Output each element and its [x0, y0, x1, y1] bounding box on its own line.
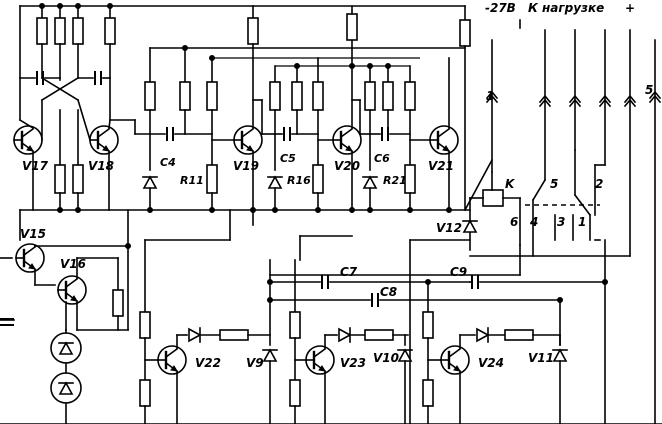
- relay-and-outputs: -27В К нагрузке + 1 5 K 5 2 6 4 3 1 V12: [144, 1, 661, 424]
- v15-label: V15: [20, 227, 46, 241]
- v24-label: V24: [478, 356, 504, 370]
- v10-label: V10: [373, 351, 399, 365]
- v23-label: V23: [340, 356, 366, 370]
- lower-stage-v24: C9 V24 V11: [422, 265, 606, 424]
- lower-stage-v22: V22 V9: [0, 239, 662, 424]
- contact-3-label: 3: [557, 215, 565, 229]
- v11-label: V11: [528, 351, 554, 365]
- v19-label: V19: [233, 159, 259, 173]
- terminal-1-label: 1: [486, 89, 494, 103]
- stage-v19: C4 R11 V19: [109, 47, 264, 211]
- c9-label: C9: [450, 265, 467, 279]
- lower-stage-v23: C7 C8 V23 V10: [269, 259, 561, 424]
- regulator-v15-v16: V15 V16: [0, 209, 129, 424]
- top-rail: [19, 5, 466, 67]
- v16-label: V16: [60, 257, 86, 271]
- v17-label: V17: [22, 159, 49, 173]
- terminal-5-label: 5: [645, 83, 653, 97]
- v21-label: V21: [428, 159, 454, 173]
- stage-v21: C6 R21 V21: [247, 5, 471, 211]
- r16-label: R16: [287, 174, 311, 187]
- r11-label: R11: [180, 174, 204, 187]
- contact-5-label: 5: [550, 177, 558, 191]
- junction-dots: [39, 3, 608, 303]
- contact-2-label: 2: [595, 177, 603, 191]
- r21-label: R21: [383, 174, 407, 187]
- c6-label: C6: [374, 152, 390, 165]
- v20-label: V20: [334, 159, 360, 173]
- v12-label: V12: [436, 221, 462, 235]
- stage-v20: C5 R16 V20: [252, 5, 373, 211]
- contact-1-label: 1: [578, 215, 586, 229]
- c5-label: C5: [280, 152, 296, 165]
- c8-label: C8: [380, 285, 397, 299]
- v9-label: V9: [246, 356, 264, 370]
- minus-27v-label: -27В: [485, 1, 516, 15]
- c4-label: C4: [160, 156, 176, 169]
- c7-label: C7: [340, 265, 358, 279]
- relay-k-label: K: [505, 177, 516, 191]
- v18-label: V18: [88, 159, 114, 173]
- plus-label: +: [625, 1, 635, 15]
- multivibrator-v17-v18: V17 V18: [12, 5, 120, 211]
- v22-label: V22: [195, 356, 221, 370]
- to-load-label: К нагрузке: [528, 1, 604, 15]
- contact-6-label: 6: [510, 215, 518, 229]
- contact-4-label: 4: [529, 215, 538, 229]
